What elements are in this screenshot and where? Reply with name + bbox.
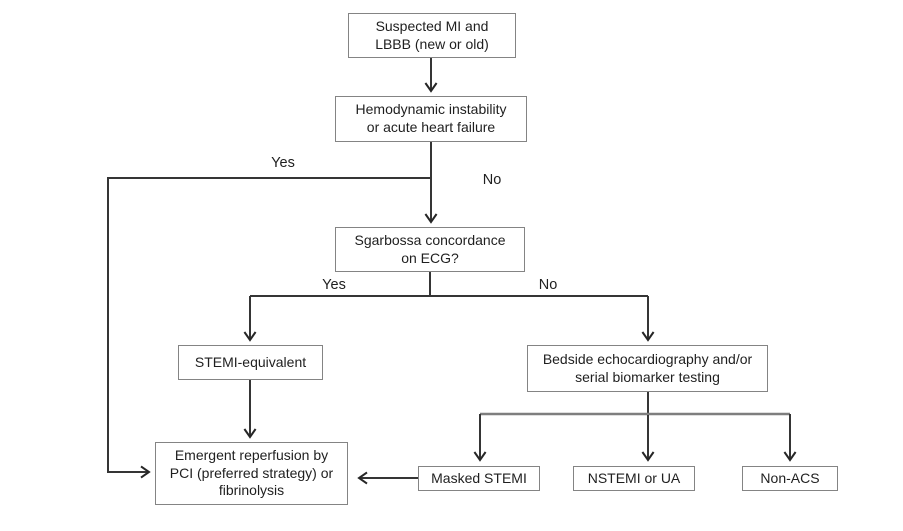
flow-node-masked-stemi: Masked STEMI bbox=[418, 466, 540, 491]
flow-node-non-acs: Non-ACS bbox=[742, 466, 838, 491]
flow-node-bedside-echocardiography: Bedside echocardiography and/or serial b… bbox=[527, 345, 768, 392]
edge-label-no-hemodynamic: No bbox=[482, 172, 502, 188]
flow-node-suspected-mi: Suspected MI and LBBB (new or old) bbox=[348, 13, 516, 58]
edge-label-yes-sgarbossa: Yes bbox=[322, 277, 346, 293]
edge-label-yes-hemodynamic: Yes bbox=[271, 155, 295, 171]
flow-node-stemi-equivalent: STEMI-equivalent bbox=[178, 345, 323, 380]
edge-label-no-sgarbossa: No bbox=[538, 277, 558, 293]
flow-node-emergent-reperfusion: Emergent reperfusion by PCI (preferred s… bbox=[155, 442, 348, 505]
flow-node-hemodynamic-instability: Hemodynamic instability or acute heart f… bbox=[335, 96, 527, 142]
flow-node-nstemi-or-ua: NSTEMI or UA bbox=[573, 466, 695, 491]
flow-node-sgarbossa-concordance: Sgarbossa concordance on ECG? bbox=[335, 227, 525, 272]
connector-hemodynamic-to-emergent bbox=[107, 177, 431, 479]
